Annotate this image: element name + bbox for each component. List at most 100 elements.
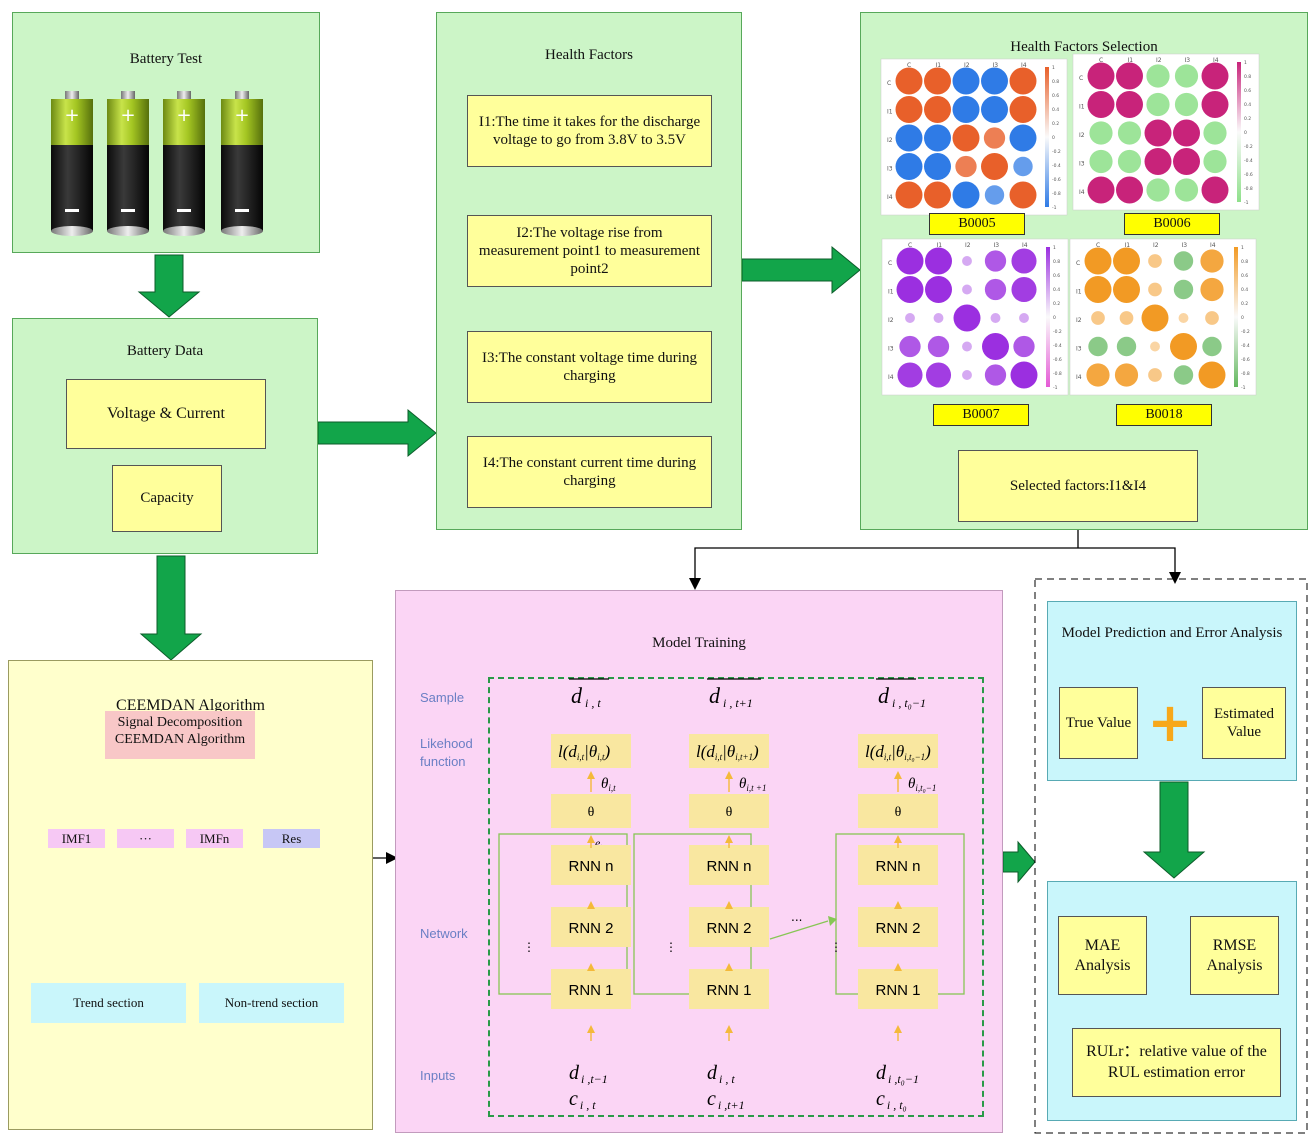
- battery-data-title: Battery Data: [126, 343, 204, 359]
- heatmap-cell: [1087, 91, 1115, 118]
- colorbar-tick: -0.4: [1244, 158, 1253, 164]
- ceemdan-box: CEEMDAN Algorithm Signal Decomposition C…: [8, 660, 373, 1130]
- heatmap-col-tick: I1: [1125, 242, 1131, 249]
- flow-arrowhead: [725, 835, 733, 843]
- heatmap-cell: [1201, 62, 1229, 90]
- heatmap-col-tick: I4: [1021, 62, 1027, 69]
- heatmap-cell: [1174, 92, 1199, 117]
- heatmap-cell: [1150, 341, 1160, 352]
- flow-arrowhead: [894, 771, 902, 779]
- heatmap-cell: [1200, 277, 1224, 302]
- colorbar-tick: 0.2: [1241, 301, 1248, 307]
- heatmap-cell: [1084, 247, 1112, 275]
- prediction-box: Model Prediction and Error Analysis True…: [1047, 601, 1297, 781]
- heatmap-cell: [1011, 248, 1037, 274]
- imfn-box: IMFn: [186, 829, 243, 848]
- heatmap-cell: [1113, 276, 1140, 303]
- heatmap-row-tick: I1: [1079, 104, 1085, 111]
- sample-subscript: i , t+1: [723, 696, 753, 710]
- heatmap-cell: [1116, 62, 1143, 90]
- heatmap-cell: [1013, 156, 1033, 177]
- heatmap-cell: [962, 256, 972, 266]
- colorbar-tick: -0.6: [1241, 357, 1250, 363]
- heatmap-cell: [983, 127, 1006, 149]
- heatmap-row-tick: I4: [1079, 189, 1085, 196]
- heatmap-cell: [962, 370, 972, 380]
- theta-label: θi,t: [601, 776, 616, 793]
- heatmap-col-tick: C: [1099, 57, 1103, 64]
- heatmap-row-tick: I3: [887, 166, 893, 173]
- heatmap-cell: [1009, 124, 1037, 152]
- colorbar-tick: 1: [1241, 245, 1244, 251]
- rnn-label: RNN 1: [875, 982, 920, 999]
- sample-subscript: i , t: [585, 696, 601, 710]
- colorbar-tick: 0.8: [1241, 259, 1248, 265]
- heatmap-cell: [1091, 311, 1105, 325]
- heatmap-cell: [962, 284, 972, 295]
- heatmap-col-tick: C: [907, 62, 911, 69]
- heatmap-cell: [924, 124, 951, 152]
- capacity-box: Capacity: [112, 465, 222, 532]
- colorbar-tick: -0.8: [1241, 371, 1250, 377]
- heatmap-row-tick: I1: [1076, 289, 1082, 296]
- heatmap-cell: [1148, 368, 1162, 382]
- colorbar-tick: -0.4: [1053, 343, 1062, 349]
- rnn-cell: [689, 907, 769, 947]
- heatmap-cell: [1170, 333, 1197, 360]
- heatmap-col-tick: C: [908, 242, 912, 249]
- model-training-title: Model Training: [652, 635, 746, 651]
- imf-ellipsis-box: ···: [117, 829, 174, 848]
- svg-text:+: +: [176, 105, 191, 126]
- heatmap-cell: [1144, 148, 1172, 175]
- flow-arrowhead: [894, 901, 902, 909]
- heatmap-cell: [1113, 247, 1140, 275]
- heatmap-row-tick: I2: [1076, 317, 1082, 324]
- heatmap-cell: [1089, 149, 1113, 174]
- colorbar-tick: 0: [1052, 135, 1055, 141]
- heatmap-cell: [895, 181, 923, 209]
- rnn-label: RNN n: [875, 858, 920, 875]
- heatmap-cell: [1173, 119, 1200, 147]
- arrow-health-factors-to-selection: [741, 245, 861, 295]
- heatmap-cell: [895, 124, 923, 152]
- flow-arrowhead: [894, 1025, 902, 1033]
- voltage-current-box: Voltage & Current: [66, 379, 266, 449]
- ellipsis-icon: ...: [791, 910, 802, 924]
- rnn-cell: [689, 845, 769, 885]
- heatmap-row-tick: I3: [888, 346, 894, 353]
- colorbar-tick: 0: [1241, 315, 1244, 321]
- colorbar-tick: -0.6: [1052, 177, 1061, 183]
- heatmap-col-tick: I1: [937, 242, 943, 249]
- colorbar-tick: -0.2: [1244, 144, 1253, 150]
- factor-i1-box: I1:The time it takes for the discharge v…: [467, 95, 712, 167]
- theta-cell-text: θ: [588, 805, 595, 820]
- heatmap-col-tick: I2: [964, 62, 970, 69]
- heatmap-col-tick: C: [1096, 242, 1100, 249]
- vdots-icon: ⋮: [830, 940, 842, 954]
- svg-text:+: +: [120, 105, 135, 126]
- colorbar-tick: 0.4: [1241, 287, 1248, 293]
- signal-decomposition-line2: CEEMDAN Algorithm: [114, 731, 246, 747]
- ceemdan-title: CEEMDAN Algorithm: [116, 697, 265, 714]
- heatmap-cell: [905, 313, 915, 323]
- batteries-illustration: + + + +: [51, 91, 263, 236]
- heatmap-row-tick: I4: [888, 374, 894, 381]
- heatmap-cell: [1205, 311, 1219, 325]
- vdots-icon: ⋮: [665, 940, 677, 954]
- theta-cell: [858, 794, 938, 828]
- colorbar-tick: -0.8: [1052, 191, 1061, 197]
- rnn-label: RNN n: [706, 858, 751, 875]
- heatmap-cell: [1173, 279, 1194, 300]
- label-b0006: B0006: [1124, 213, 1220, 235]
- colorbar-tick: 1: [1244, 60, 1247, 66]
- theta-cell: [689, 794, 769, 828]
- heatmap-cell: [896, 247, 924, 275]
- heatmap-cell: [1201, 91, 1229, 118]
- vdots-icon: ⋮: [523, 940, 535, 954]
- heatmap-cell: [1116, 91, 1143, 118]
